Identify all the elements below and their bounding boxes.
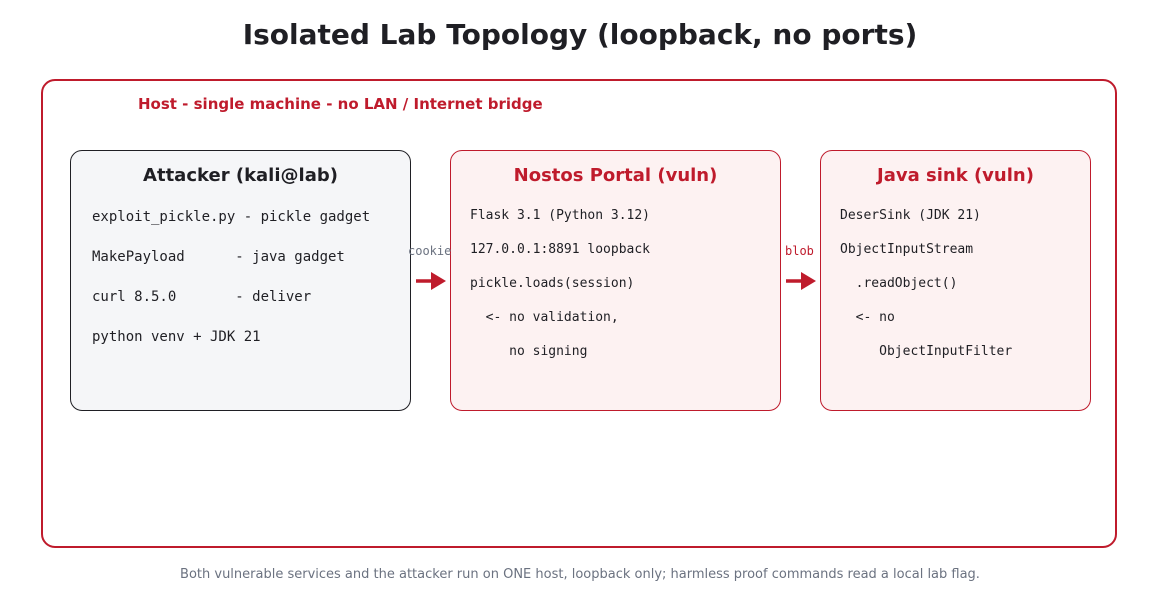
attacker-line: MakePayload - java gadget xyxy=(92,249,345,265)
portal-title: Nostos Portal (vuln) xyxy=(513,165,718,186)
java-sink-line: <- no xyxy=(840,310,895,325)
portal-line: pickle.loads(session) xyxy=(470,276,635,291)
java-sink-title: Java sink (vuln) xyxy=(877,165,1034,186)
edge-label-cookie: cookie xyxy=(408,244,452,258)
portal-line: 127.0.0.1:8891 loopback xyxy=(470,242,651,257)
portal-line: Flask 3.1 (Python 3.12) xyxy=(470,208,651,223)
attacker-title: Attacker (kali@lab) xyxy=(143,165,338,186)
arrow-right-icon xyxy=(786,272,816,290)
portal-line: <- no validation, xyxy=(470,310,619,325)
attacker-line: exploit_pickle.py - pickle gadget xyxy=(92,209,371,225)
portal-node: Nostos Portal (vuln) Flask 3.1 (Python 3… xyxy=(450,150,781,411)
attacker-node: Attacker (kali@lab) exploit_pickle.py - … xyxy=(70,150,411,411)
arrow-right-icon xyxy=(416,272,446,290)
attacker-line: python venv + JDK 21 xyxy=(92,329,261,345)
edge-label-blob: blob xyxy=(785,244,814,258)
java-sink-line: ObjectInputStream xyxy=(840,242,974,257)
java-sink-line: .readObject() xyxy=(840,276,958,291)
footer-note: Both vulnerable services and the attacke… xyxy=(180,567,980,582)
host-label: Host - single machine - no LAN / Interne… xyxy=(138,95,543,113)
java-sink-line: DeserSink (JDK 21) xyxy=(840,208,981,223)
portal-line: no signing xyxy=(470,344,588,359)
attacker-line: curl 8.5.0 - deliver xyxy=(92,289,312,305)
java-sink-line: ObjectInputFilter xyxy=(840,344,1013,359)
diagram-title: Isolated Lab Topology (loopback, no port… xyxy=(242,18,918,51)
java-sink-node: Java sink (vuln) DeserSink (JDK 21) Obje… xyxy=(820,150,1091,411)
host-boundary xyxy=(41,79,1117,548)
